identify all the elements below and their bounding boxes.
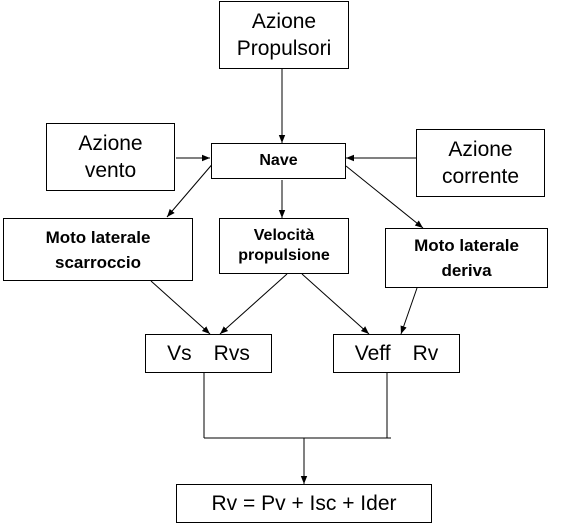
node-moto-laterale-scarroccio: Moto laterale scarroccio (3, 218, 193, 281)
node-azione-corrente: Azione corrente (416, 129, 545, 197)
node-azione-corrente-line1: Azione (448, 138, 513, 161)
node-vs-rvs-content: Vs Rvs (167, 342, 250, 366)
node-velocita-propulsione: Velocità propulsione (219, 218, 349, 274)
node-nave-label: Nave (259, 152, 298, 169)
arrow-deriva-veff (400, 287, 418, 335)
node-azione-corrente-line2: corrente (441, 165, 520, 188)
node-azione-vento: Azione vento (46, 123, 175, 191)
label-veff: Veff (354, 341, 391, 365)
node-velocita-line2: propulsione (238, 247, 330, 264)
arrow-nave-scarroccio (166, 160, 216, 218)
node-azione-propulsori: Azione Propulsori (219, 1, 349, 69)
formula-label: Rv = Pv + Isc + Ider (211, 491, 397, 515)
node-deriva-line2: deriva (441, 261, 492, 280)
node-veff-rv-content: Veff Rv (355, 342, 439, 366)
node-azione-propulsori-line2: Propulsori (236, 37, 332, 60)
label-rvs: Rvs (213, 341, 250, 365)
node-azione-propulsori-line1: Azione (251, 10, 317, 33)
arrow-scarroccio-vs (150, 280, 211, 335)
node-azione-vento-line2: vento (84, 159, 137, 182)
node-vs-rvs: Vs Rvs (145, 334, 272, 373)
node-scarroccio-line1: Moto laterale (45, 227, 151, 247)
node-moto-laterale-deriva: Moto laterale deriva (385, 228, 548, 288)
arrow-velocita-veff (301, 273, 370, 335)
node-nave: Nave (211, 143, 346, 179)
node-deriva-line1: Moto laterale (414, 236, 519, 255)
arrow-nave-deriva (345, 165, 424, 229)
node-veff-rv: Veff Rv (333, 334, 460, 373)
node-formula: Rv = Pv + Isc + Ider (176, 484, 432, 523)
label-rv: Rv (412, 341, 439, 365)
label-vs: Vs (167, 341, 192, 365)
node-scarroccio-line2: scarroccio (55, 252, 141, 272)
arrow-velocita-vs (219, 273, 288, 335)
node-azione-vento-line1: Azione (78, 132, 143, 155)
node-velocita-line1: Velocità (253, 227, 315, 244)
